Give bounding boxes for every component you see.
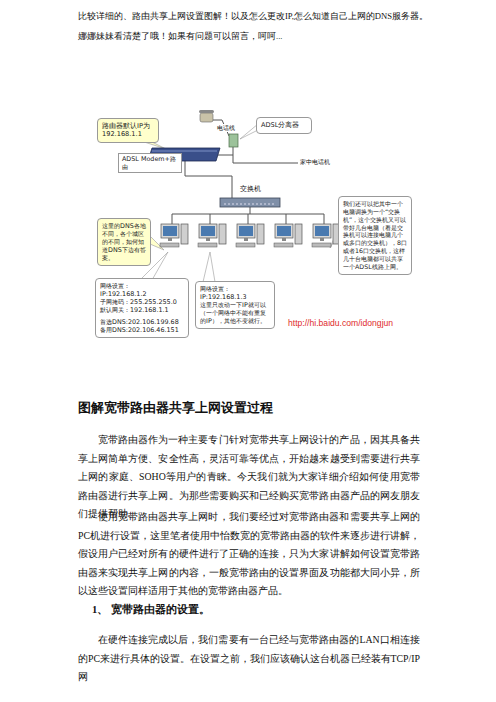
computer-icon xyxy=(312,224,340,247)
callout-text: 路由器默认IP为192.168.1.1 xyxy=(102,122,154,138)
callout-tail xyxy=(203,252,215,282)
phone-wire xyxy=(233,147,298,163)
section-heading: 图解宽带路由器共享上网设置过程 xyxy=(78,400,273,417)
telephone-icon xyxy=(199,110,214,122)
callout-tails xyxy=(138,124,340,282)
callout-text: IP:192.168.1.2 xyxy=(100,290,184,298)
watermark: http://hi.baidu.com/idongjun xyxy=(288,318,393,329)
switch-device xyxy=(220,198,280,207)
body-paragraph: 宽带路由器作为一种主要专门针对宽带共享上网设计的产品，因其具备共享上网简单方便、… xyxy=(78,431,420,524)
callout-text: 默认网关：192.168.1.1 xyxy=(100,306,184,314)
network-settings-callout: 网络设置：IP:192.168.1.2子网掩码：255.255.255.0默认网… xyxy=(95,278,189,338)
lan-bus xyxy=(172,207,324,224)
computer-icon xyxy=(160,224,188,247)
computer-icon xyxy=(274,224,302,247)
switch-note-callout: 我们还可以把其中一个电脑调换为一个“交换机”，这个交换机又可以带好几台电脑（看是… xyxy=(338,196,412,275)
callout-text: 我们还可以把其中一个电脑调换为一个“交换机”，这个交换机又可以带好几台电脑（看是… xyxy=(343,200,407,271)
dns-callout: 这里的DNS各地不同，各个城区的不同，如何知道DNS下边有答案。 xyxy=(97,218,151,266)
subsection-heading: 1、 宽带路由器的设置。 xyxy=(92,603,210,616)
device-label: 交换机 xyxy=(240,185,261,193)
computer-icon xyxy=(236,224,264,247)
device-label-box: ADSL Modem+路由 xyxy=(118,153,182,173)
network-settings-callout: 网络设置：IP:192.168.1.3这里只改动一下IP就可以（一个网络中不能有… xyxy=(195,281,275,329)
computer-icons xyxy=(160,224,340,247)
callout-text: ADSL Modem+路由 xyxy=(122,155,178,171)
callout-text: 网络设置： xyxy=(100,282,184,290)
splitter-callout: ADSL分离器 xyxy=(256,117,312,134)
ip-callout: 路由器默认IP为192.168.1.1 xyxy=(97,118,159,143)
callout-text: 这里只改动一下IP就可以（一个网络中不能有重复的IP），其他不变就行。 xyxy=(200,301,270,325)
adsl-wire xyxy=(216,155,233,156)
wires xyxy=(172,120,324,224)
body-paragraph: 在硬件连接完成以后，我们需要有一台已经与宽带路由器的LAN口相连接的PC来进行具… xyxy=(78,631,420,687)
body-paragraph: 使用宽带路由器共享上网时，我们要经过对宽带路由器和需要共享上网的PC机进行设置，… xyxy=(78,508,420,601)
callout-text: 这里的DNS各地不同，各个城区的不同，如何知道DNS下边有答案。 xyxy=(102,222,146,262)
callout-text: 网络设置： xyxy=(200,285,270,293)
callout-text: 首选DNS:202.106.199.68 xyxy=(100,318,184,326)
lan-wire xyxy=(185,161,232,198)
computer-icon xyxy=(198,224,226,247)
callout-text: 子网掩码：255.255.255.0 xyxy=(100,298,184,306)
wire-label: 电话线 xyxy=(217,124,235,132)
device-label: 家中电话机 xyxy=(300,158,330,166)
callout-text: IP:192.168.1.3 xyxy=(200,293,270,301)
callout-text: 备用DNS:202.106.46.151 xyxy=(100,326,184,334)
callout-text: ADSL分离器 xyxy=(261,121,307,129)
intro-line: 娜娜妹妹看清楚了哦！如果有问题可以留言，呵呵... xyxy=(78,31,282,42)
adsl-splitter xyxy=(229,134,238,147)
intro-line: 比较详细的、路由共享上网设置图解！以及怎么更改IP,怎么知道自己上网的DNS服务… xyxy=(78,11,428,22)
